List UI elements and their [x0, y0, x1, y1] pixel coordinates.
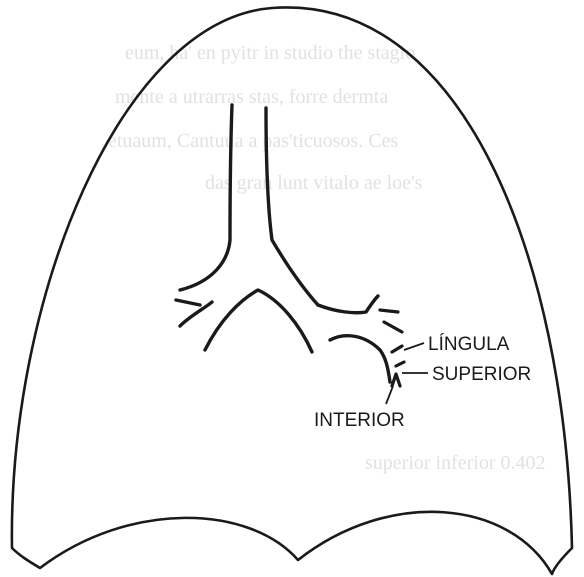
- right-bronchus-upper: [176, 300, 200, 305]
- left-bronchus-lower-wall: [330, 336, 390, 382]
- interior-leader-line: [386, 386, 393, 404]
- label-interior: INTERIOR: [314, 410, 405, 431]
- label-lingula: LÍNGULA: [428, 334, 510, 355]
- left-bronchus-tip-top: [380, 310, 398, 312]
- left-bronchus-upper-wall: [318, 296, 378, 313]
- lingula-leader-line: [404, 343, 424, 350]
- inferior-segment-branch: [392, 374, 400, 386]
- trachea-right-wall: [266, 108, 318, 305]
- label-superior: SUPERIOR: [432, 364, 531, 385]
- superior-segment-branch: [392, 346, 404, 366]
- lung-outline: [12, 7, 572, 574]
- trachea-left-wall: [180, 105, 232, 290]
- left-bronchus-tip-lower: [384, 322, 402, 332]
- right-bronchus-lower: [205, 290, 312, 352]
